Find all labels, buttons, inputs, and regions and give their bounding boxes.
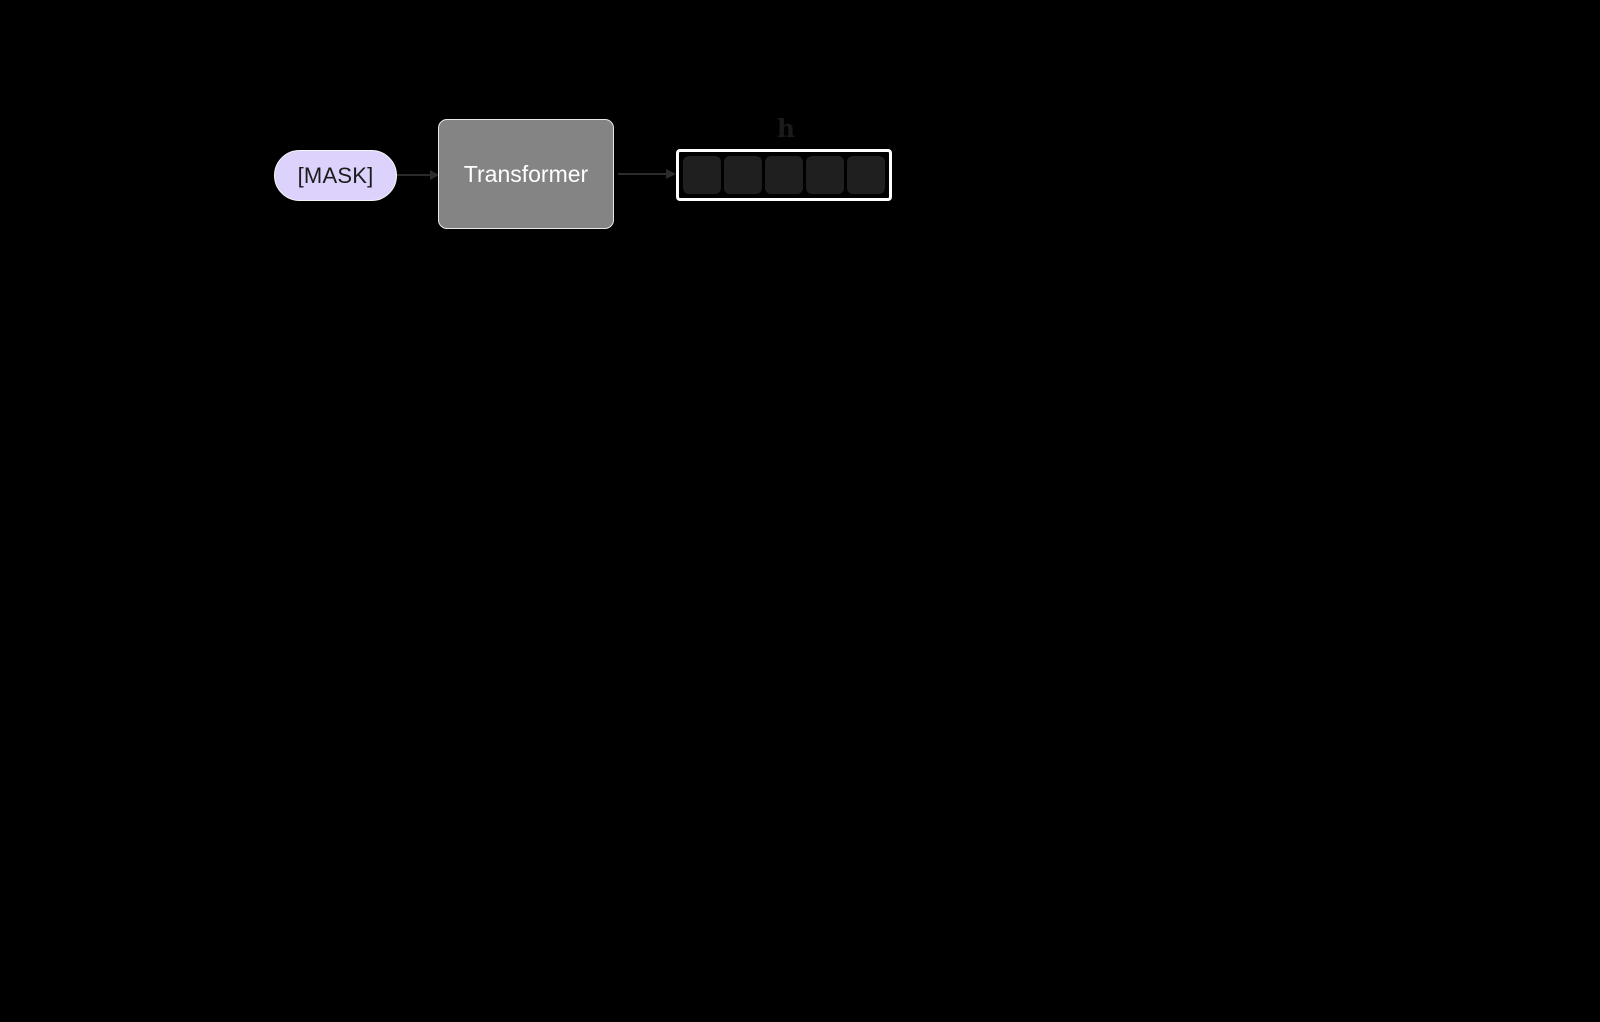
hidden-state-cell <box>806 156 844 194</box>
hidden-state-cell <box>683 156 721 194</box>
transformer-block-label: Transformer <box>463 160 589 187</box>
hidden-state-cell <box>724 156 762 194</box>
hidden-state-cell <box>847 156 885 194</box>
arrow-mask-to-transformer-icon <box>397 168 439 182</box>
hidden-state-label: h <box>776 114 796 143</box>
input-token-mask[interactable]: [MASK] <box>274 150 397 201</box>
arrow-transformer-to-h-icon <box>618 167 676 181</box>
input-token-label: [MASK] <box>297 162 374 188</box>
hidden-state-cell <box>765 156 803 194</box>
transformer-block[interactable]: Transformer <box>438 119 614 229</box>
hidden-state-vector[interactable] <box>676 149 892 201</box>
